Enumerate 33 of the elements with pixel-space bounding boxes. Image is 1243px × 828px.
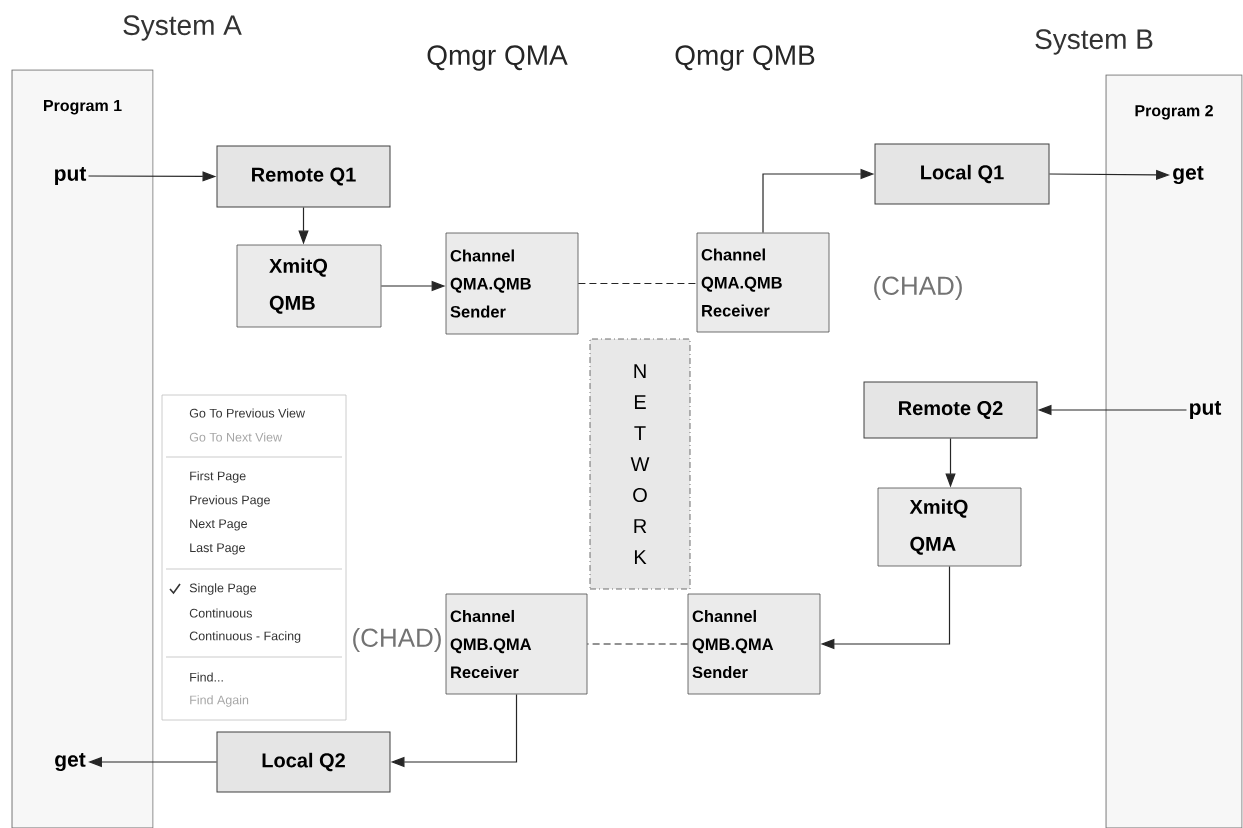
menu-item: Find...: [190, 672, 223, 682]
action-label: put: [55, 167, 87, 186]
heading: System B: [1035, 29, 1153, 55]
connector-line: [586, 643, 689, 645]
menu-item: Continuous - Facing: [189, 631, 301, 643]
action-label: put: [1190, 401, 1222, 420]
heading: Qmgr QMA: [427, 45, 568, 71]
menu-item: Go To Next View: [189, 432, 283, 442]
queue-box: Local Q1: [874, 143, 1050, 205]
note-text: (CHAD): [874, 275, 962, 301]
menu-item: Previous Page: [190, 495, 270, 507]
menu-item: Go To Previous View: [189, 408, 306, 418]
queue-box: Local Q2: [216, 731, 391, 793]
queue-box: Remote Q1: [216, 145, 391, 208]
channel-box: Channel QMA.QMB Receiver: [696, 232, 830, 333]
queue-box: XmitQ QMA: [877, 487, 1022, 567]
heading: Qmgr QMB: [675, 45, 815, 71]
menu-item: Last Page: [190, 543, 245, 555]
queue-box: XmitQ QMB: [236, 244, 382, 328]
queue-box: Remote Q2: [863, 381, 1038, 439]
menu-item: Next Page: [190, 519, 247, 531]
menu-item: Find Again: [190, 695, 249, 707]
channel-box: Channel QMA.QMB Sender: [445, 232, 579, 335]
connector-line: [577, 282, 698, 285]
menu-item: First Page: [190, 471, 246, 483]
network-band: N E T W O R K: [589, 338, 691, 590]
menu-item: Continuous: [189, 608, 252, 618]
action-label: get: [1173, 165, 1204, 185]
channel-box: Channel QMB.QMA Sender: [687, 593, 821, 695]
channel-box: Channel QMB.QMA Receiver: [445, 593, 588, 695]
heading: System A: [123, 15, 242, 41]
menu-item: Single Page: [189, 583, 257, 595]
action-label: get: [55, 752, 86, 772]
